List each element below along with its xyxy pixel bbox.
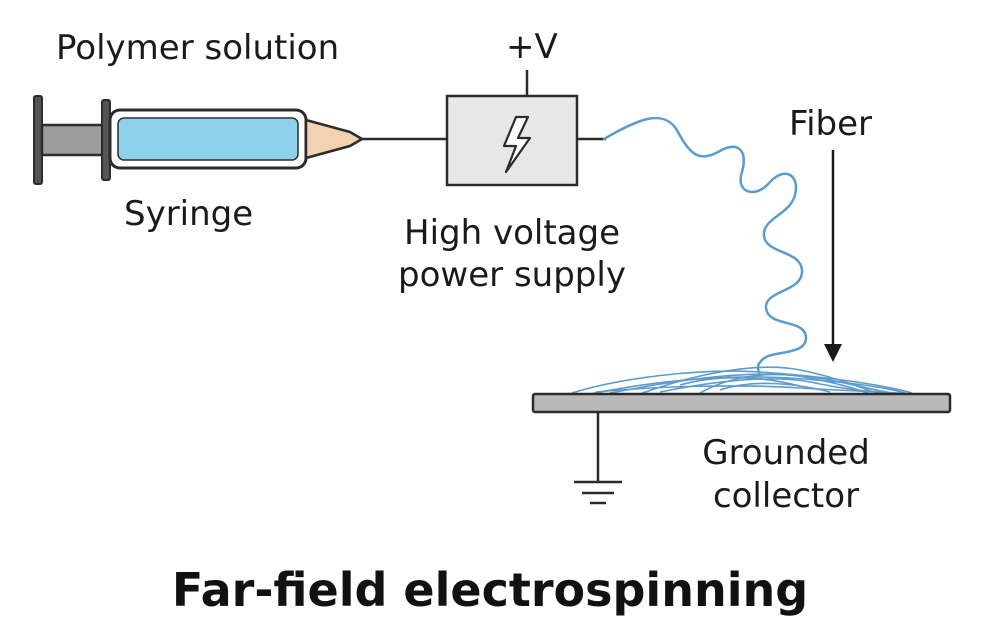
polymer-solution-label: Polymer solution: [56, 28, 339, 68]
fiber-arrow: [824, 150, 842, 362]
voltage-label: +V: [506, 27, 558, 67]
polymer-solution-fill: [117, 117, 299, 161]
grounded-collector-plate: [531, 392, 952, 414]
power-supply: [445, 70, 606, 187]
ground-symbol-icon: [574, 412, 622, 505]
collector-label-line2: collector: [713, 476, 859, 516]
syringe: [33, 95, 364, 185]
power-supply-label-line1: High voltage: [404, 213, 620, 253]
needle-tip: [304, 118, 364, 160]
plunger-rod: [40, 123, 106, 157]
lightning-bolt-icon: [502, 115, 532, 174]
fiber-mat: [571, 366, 913, 395]
fiber-label: Fiber: [789, 104, 872, 144]
syringe-label: Syringe: [124, 194, 253, 234]
arrowhead-icon: [824, 344, 842, 362]
power-supply-label-line2: power supply: [398, 255, 626, 295]
collector-label-line1: Grounded: [702, 433, 870, 473]
fiber-jet: [602, 116, 808, 377]
diagram-title: Far-field electrospinning: [172, 563, 808, 617]
